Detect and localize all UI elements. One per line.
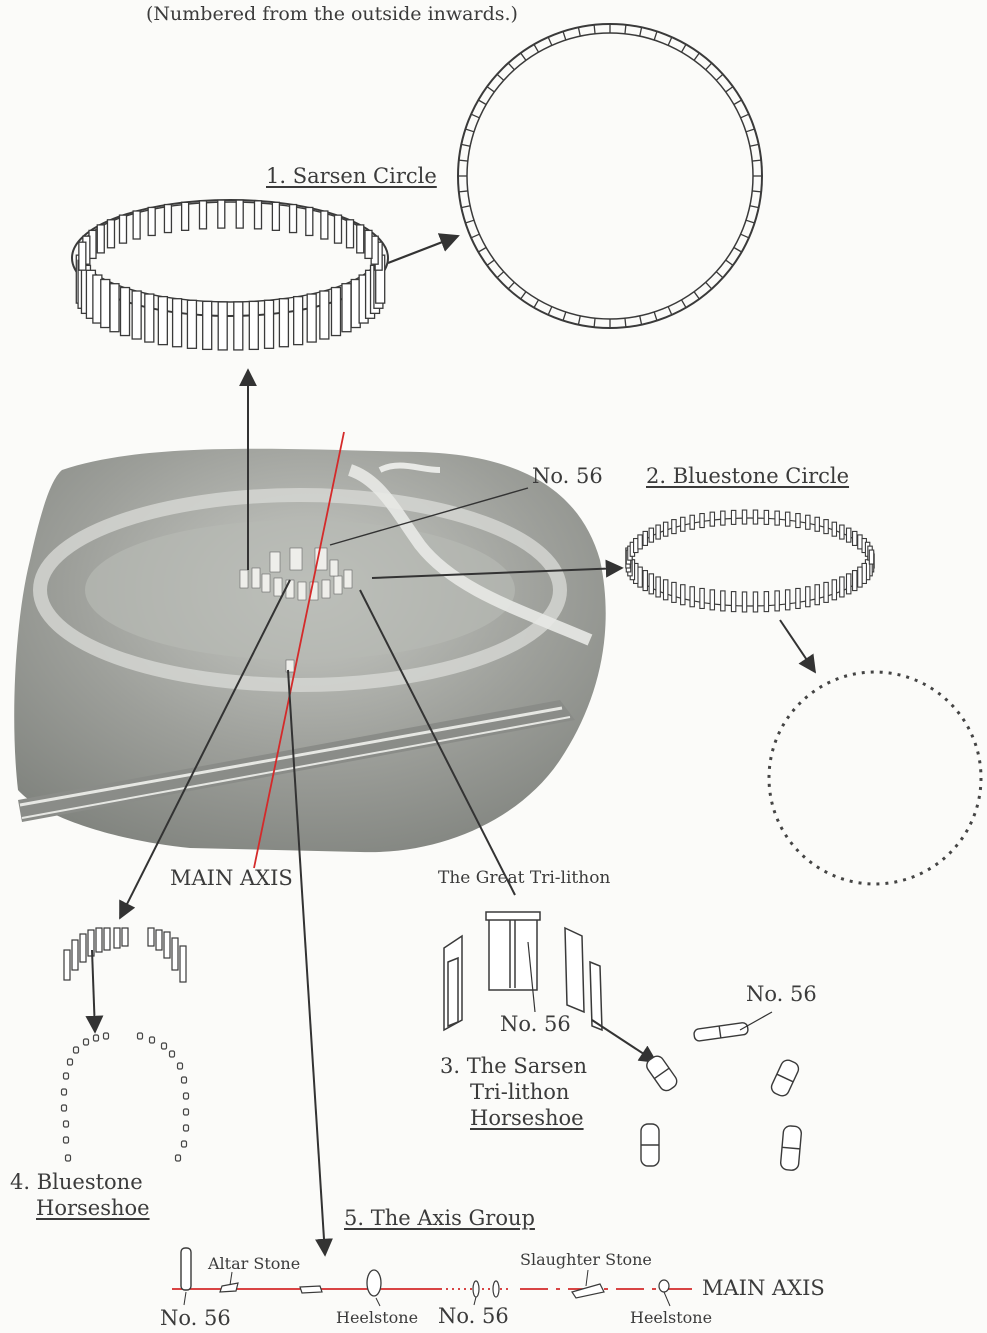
bluestone-horseshoe-plan <box>62 1033 189 1161</box>
leader-no56-right <box>740 1012 772 1030</box>
label-no56-axis-mid: No. 56 <box>438 1304 509 1328</box>
label-no56-photo: No. 56 <box>532 464 603 488</box>
label-sarsen-horseshoe-2: Tri-lithon <box>470 1080 569 1104</box>
label-great-trilithon: The Great Tri-lithon <box>438 868 610 888</box>
label-bluestone-circle: 2. Bluestone Circle <box>646 464 849 488</box>
sarsen-circle-plan <box>458 24 762 328</box>
label-sarsen-circle: 1. Sarsen Circle <box>266 164 437 188</box>
label-main-axis: MAIN AXIS <box>170 866 293 890</box>
bluestone-horseshoe-perspective <box>64 928 186 982</box>
arrow-trilithon-plan <box>592 1020 656 1062</box>
aerial-photo <box>14 449 605 852</box>
subtitle: (Numbered from the outside inwards.) <box>146 3 518 25</box>
label-no56-axis-left: No. 56 <box>160 1306 231 1330</box>
label-axis-group: 5. The Axis Group <box>344 1206 535 1230</box>
trilithon-plan <box>641 1022 802 1171</box>
label-no56-right: No. 56 <box>746 982 817 1006</box>
label-bluestone-horseshoe-2: Horseshoe <box>36 1196 150 1220</box>
arrow-bluestone-horseshoe <box>92 950 95 1032</box>
bluestone-circle-perspective <box>626 510 874 612</box>
sarsen-circle-perspective <box>72 200 388 350</box>
label-heelstone-2: Heelstone <box>630 1308 712 1327</box>
label-no56-trilithon: No. 56 <box>500 1012 571 1036</box>
label-sarsen-horseshoe-1: 3. The Sarsen <box>440 1054 587 1078</box>
arrow-bluestone-plan <box>780 620 815 672</box>
label-slaughter-stone: Slaughter Stone <box>520 1250 652 1269</box>
label-main-axis-right: MAIN AXIS <box>702 1276 825 1300</box>
label-sarsen-horseshoe-3: Horseshoe <box>470 1106 584 1130</box>
label-altar-stone: Altar Stone <box>208 1254 300 1273</box>
arrow-sarsen <box>388 236 458 263</box>
label-heelstone-1: Heelstone <box>336 1308 418 1327</box>
label-bluestone-horseshoe-1: 4. Bluestone <box>10 1170 143 1194</box>
bluestone-circle-plan <box>769 672 981 884</box>
